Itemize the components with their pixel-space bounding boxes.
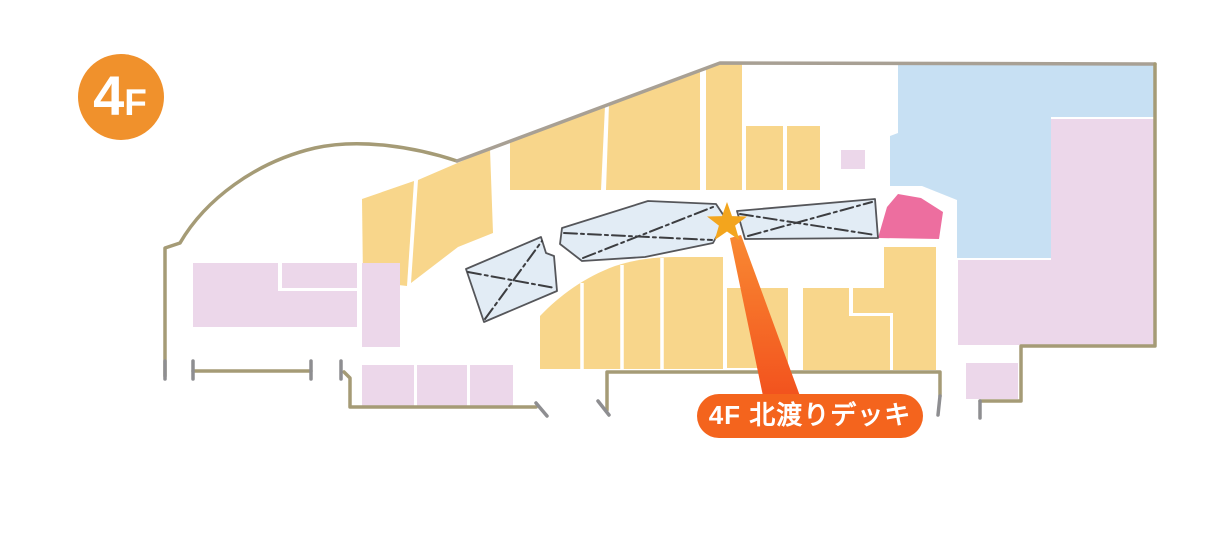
shop-zone — [853, 247, 936, 370]
deck-diagonal — [747, 201, 873, 237]
highlight-zone-pink — [878, 194, 943, 239]
shop-zone — [841, 150, 865, 169]
shop-zone — [411, 149, 493, 283]
shop-zone — [362, 181, 414, 286]
deck-diagonal — [582, 206, 714, 259]
deck-diagonal — [467, 271, 556, 289]
shop-zone — [510, 106, 605, 190]
outline-bottom-segment — [342, 370, 538, 409]
callout-label: 4F 北渡りデッキ — [709, 400, 912, 430]
deck-diagonal — [739, 213, 876, 236]
shop-zone — [193, 263, 357, 327]
floor-badge-label: 4F — [93, 64, 147, 127]
shop-zone — [746, 126, 783, 190]
deck-callout[interactable]: 4F 北渡りデッキ — [697, 394, 923, 438]
shop-zone — [706, 63, 742, 190]
floor-badge-circle — [78, 54, 164, 140]
crossing-deck-shape — [559, 200, 727, 262]
shop-zone — [540, 257, 723, 369]
outline-right-wall — [978, 62, 1157, 403]
shop-zone — [787, 126, 820, 190]
shop-zones-yellow — [362, 63, 936, 370]
outline-top-wall — [455, 61, 1157, 163]
callout-pointer — [730, 235, 800, 396]
shop-zone — [282, 263, 357, 288]
floor-badge: 4F — [78, 54, 164, 140]
shop-zone — [958, 119, 1154, 345]
shop-zones-lavender — [193, 119, 1154, 406]
building-outline — [163, 61, 1157, 420]
star-icon[interactable] — [707, 202, 747, 240]
shop-zone — [470, 365, 513, 406]
callout-pill[interactable] — [697, 394, 923, 438]
shop-zone — [362, 263, 400, 347]
shop-zone — [606, 70, 700, 190]
entrance-ticks — [163, 359, 982, 420]
anchor-store-zone — [890, 64, 1155, 258]
crossing-decks — [465, 198, 879, 323]
deck-diagonal — [484, 240, 543, 320]
shop-zone — [417, 365, 467, 406]
shop-zone — [803, 288, 890, 370]
shop-zone — [966, 363, 1018, 399]
outline-left-arc-wall — [163, 142, 459, 378]
shop-zone — [362, 365, 414, 406]
